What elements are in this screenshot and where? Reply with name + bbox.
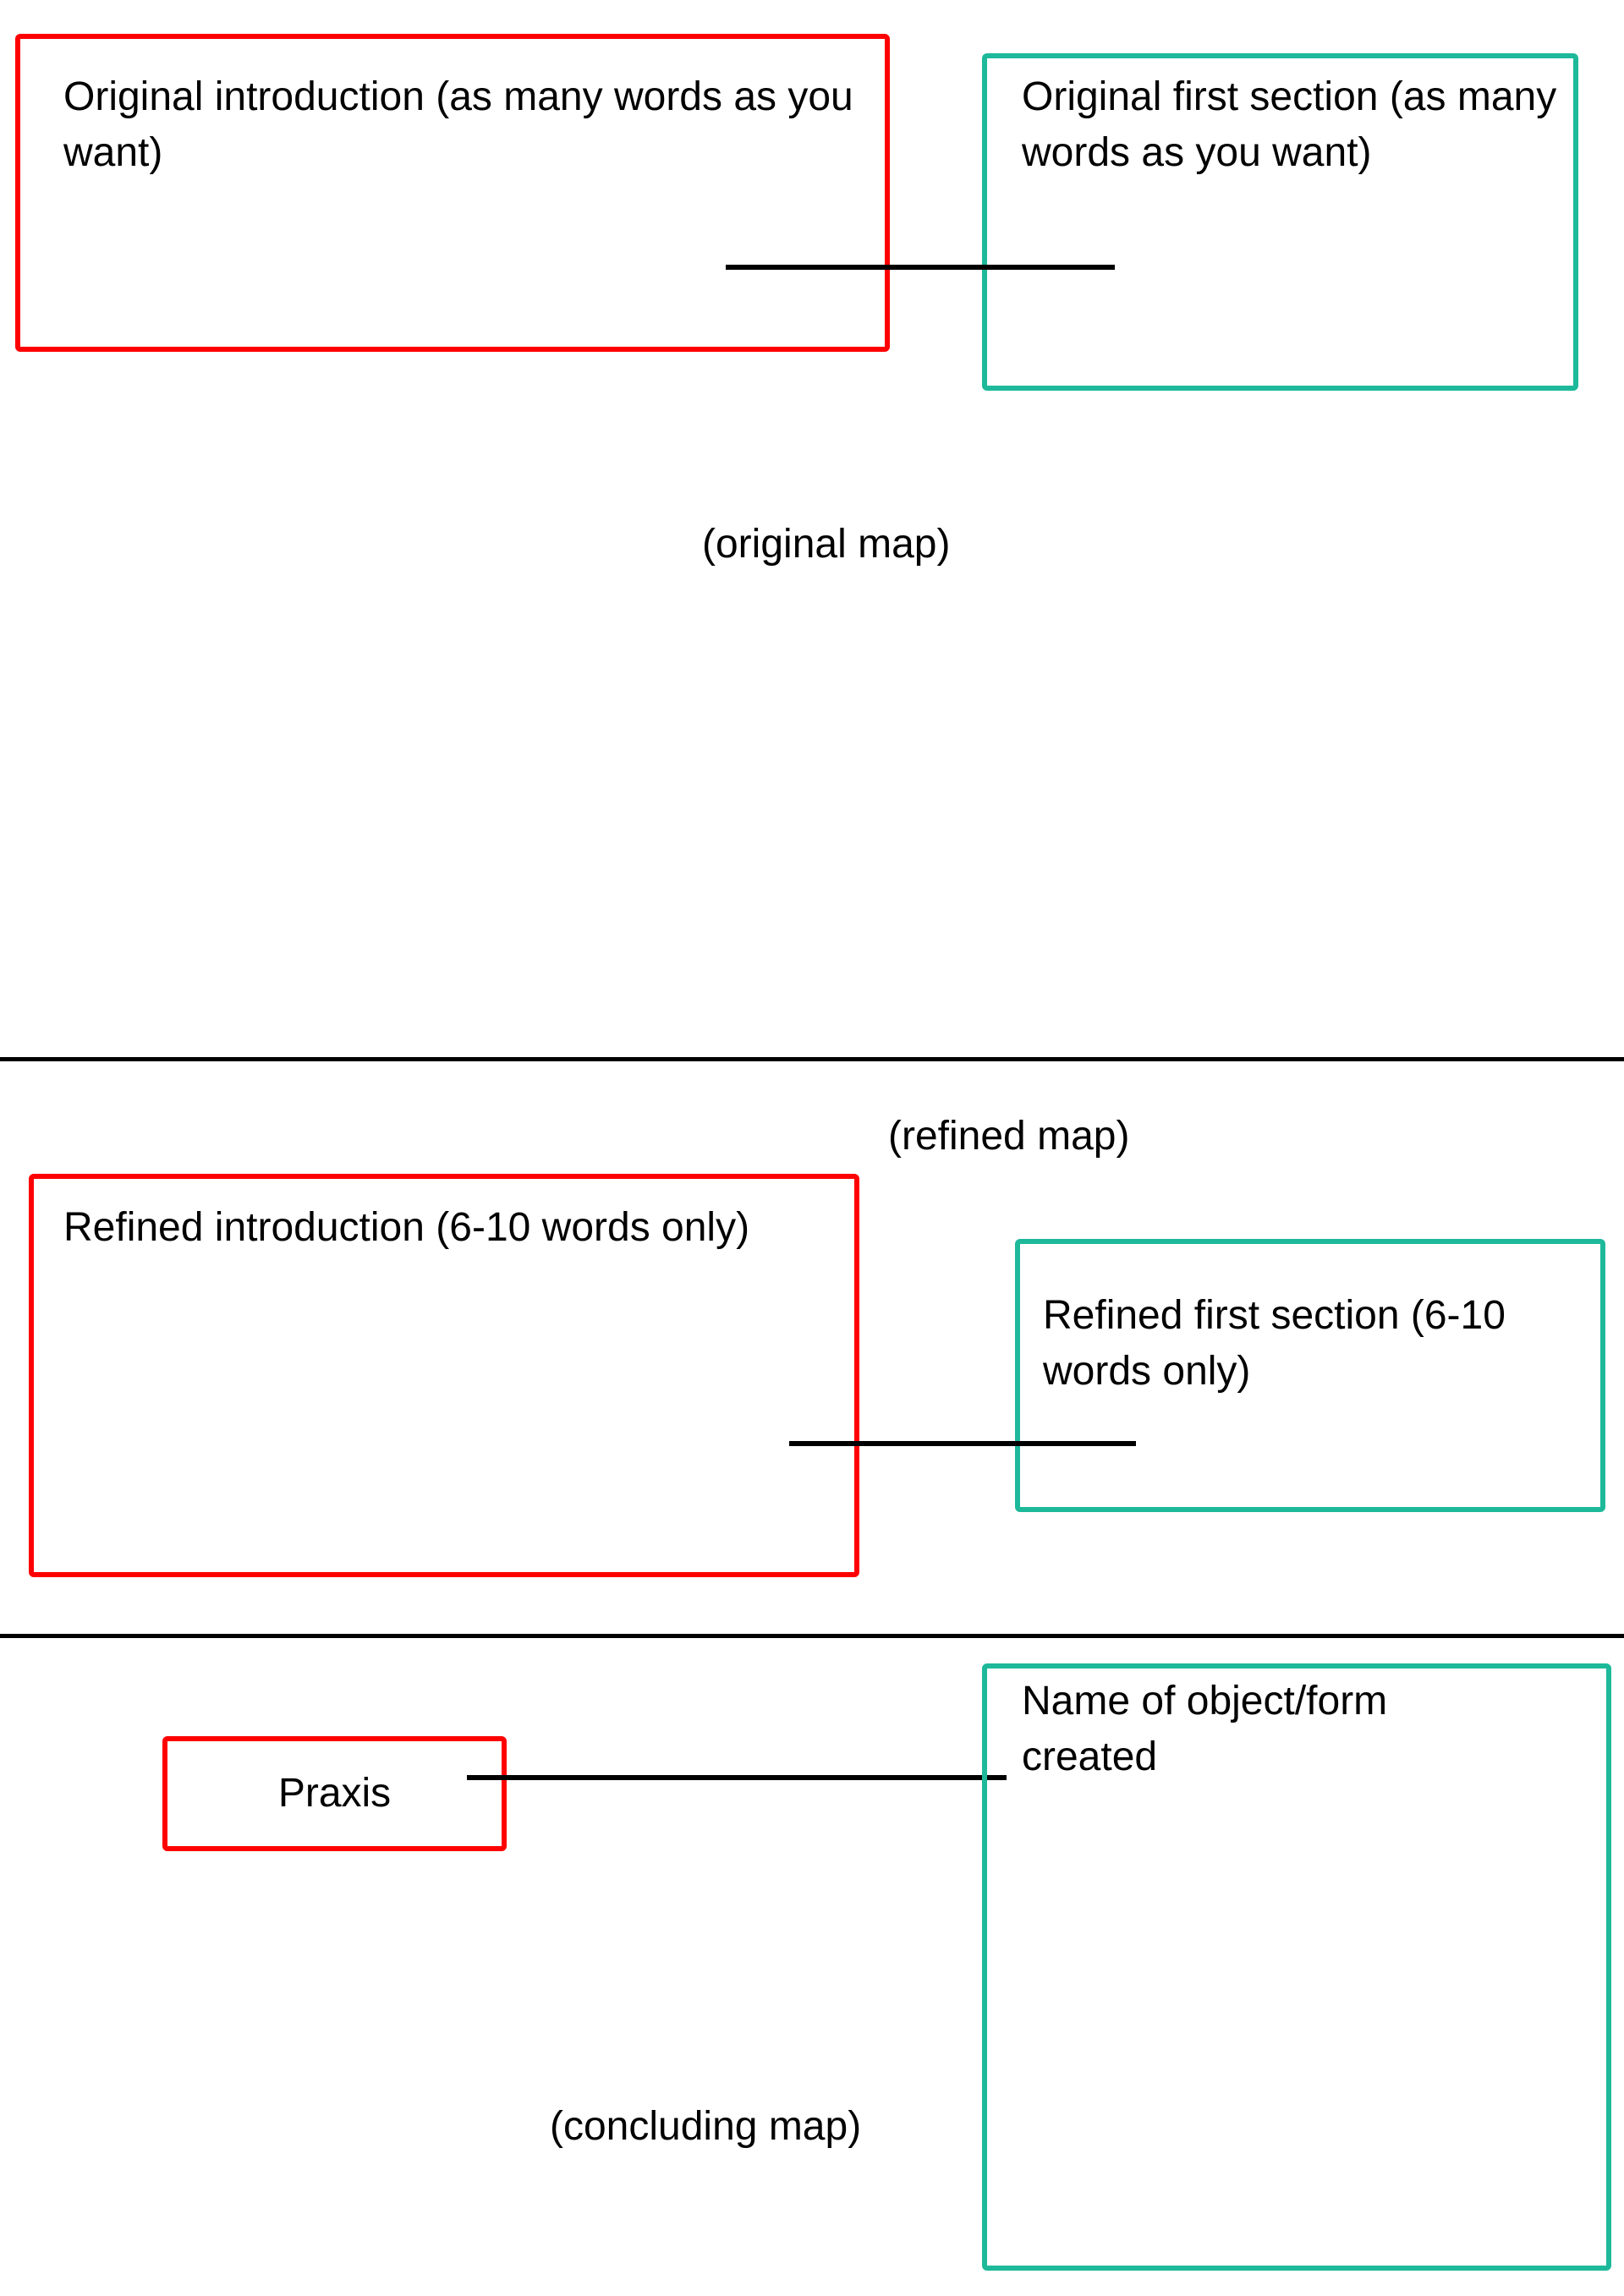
concluding-map-caption: (concluding map) — [550, 2104, 862, 2149]
concluding-connector-line — [467, 1775, 1007, 1780]
original-first-section-box — [982, 53, 1578, 391]
original-connector-line — [726, 265, 1115, 270]
refined-map-caption: (refined map) — [888, 1114, 1130, 1159]
refined-introduction-text: Refined introduction (6-10 words only) — [63, 1205, 750, 1250]
original-introduction-box — [15, 34, 890, 352]
original-map-caption: (original map) — [702, 522, 951, 567]
praxis-box — [162, 1736, 507, 1851]
refined-first-section-box — [1015, 1239, 1605, 1512]
object-form-box — [982, 1663, 1611, 2271]
refined-connector-line — [789, 1441, 1136, 1446]
section-divider-2 — [0, 1634, 1624, 1638]
section-divider-1 — [0, 1057, 1624, 1061]
refined-first-section-text: Refined first section (6-10 words only) — [1043, 1293, 1506, 1394]
original-first-section-text: Original first section (as many words as… — [1022, 74, 1557, 175]
praxis-text: Praxis — [277, 1771, 392, 1816]
object-form-text: Name of object/form created — [1022, 1679, 1388, 1779]
original-introduction-text: Original introduction (as many words as … — [63, 74, 853, 175]
refined-introduction-box — [29, 1174, 859, 1577]
